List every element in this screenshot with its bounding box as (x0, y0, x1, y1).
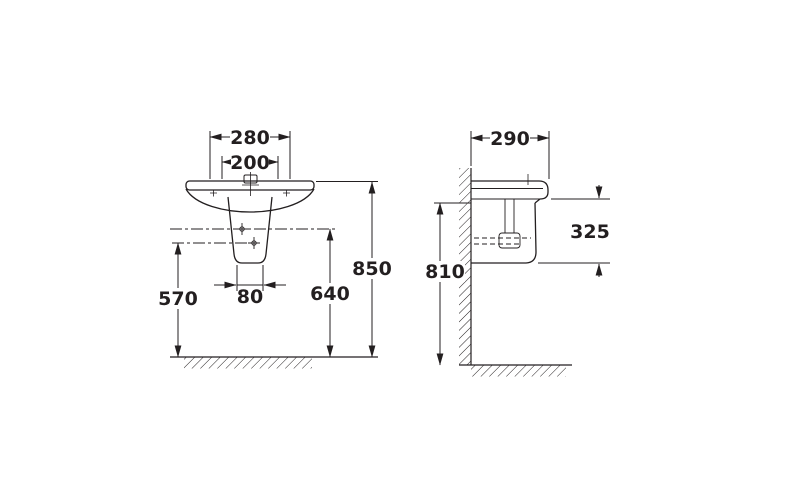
label-640: 640 (310, 283, 350, 305)
dim-200-label: 200 (230, 152, 270, 174)
siphon-trap (474, 199, 531, 249)
basin-rim-front-outline (185, 180, 315, 191)
floor-hatch-side (471, 365, 566, 377)
dim-80-label: 80 (237, 286, 263, 308)
dim-810-label: 810 (425, 261, 465, 283)
label-280: 280 (230, 127, 270, 149)
tap-hole-cross (242, 171, 259, 196)
dim-325-lines (538, 185, 610, 277)
pedestal-front-outline (227, 196, 273, 264)
label-850: 850 (352, 258, 392, 280)
front-dimensions (174, 131, 378, 358)
pedestal-side-outline (471, 202, 537, 264)
left-rim-mark (210, 189, 217, 197)
dim-640-label: 640 (310, 283, 350, 305)
dim-325-label: 325 (570, 221, 610, 243)
label-810: 810 (425, 261, 465, 283)
label-570: 570 (158, 288, 198, 310)
dim-80-lines (214, 265, 286, 291)
dim-570-label: 570 (158, 288, 198, 310)
dim-290-label: 290 (490, 128, 530, 150)
dim-280-label: 280 (230, 127, 270, 149)
label-290: 290 (490, 128, 530, 150)
dim-850-label: 850 (352, 258, 392, 280)
front-view (170, 171, 378, 369)
basin-side-outline (471, 180, 549, 204)
dimension-labels: 280 200 80 570 640 850 290 810 (158, 127, 612, 310)
floor-hatch-front (184, 357, 312, 369)
label-200: 200 (230, 152, 270, 174)
dim-810-lines (434, 202, 471, 366)
basin-underside-front (185, 188, 315, 213)
label-325: 325 (568, 221, 612, 243)
right-rim-mark (283, 189, 290, 197)
label-80: 80 (237, 286, 263, 308)
